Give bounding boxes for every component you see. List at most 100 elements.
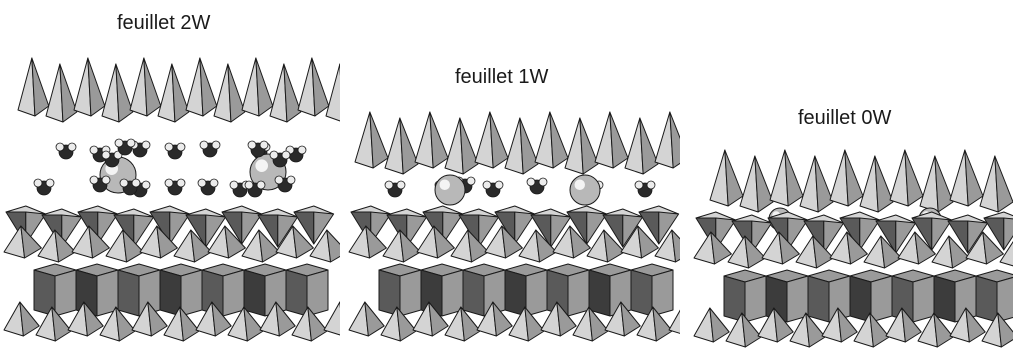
tetrahedron-face (122, 229, 144, 263)
tetrahedron-face (997, 312, 1013, 348)
water-molecule (89, 175, 111, 193)
tetrahedron-face (169, 211, 191, 245)
octahedron-face (975, 275, 998, 323)
tetrahedron-face (364, 301, 385, 337)
tetrahedron-face (579, 117, 599, 175)
octahedron-face (180, 269, 203, 317)
tetrahedron-face (931, 217, 953, 251)
tetrahedron-face (778, 231, 800, 265)
tetrahedron-face (205, 214, 227, 248)
tetrahedron-face (586, 211, 608, 245)
tetrahedron-face (489, 111, 509, 169)
tetrahedron-face (519, 117, 539, 175)
tetrahedron-face (467, 229, 489, 263)
tetrahedron-face (51, 306, 72, 342)
tetrahedron-face (741, 312, 762, 348)
water-molecule (247, 140, 269, 158)
tetrahedron-face (964, 149, 984, 207)
tetrahedron-face (179, 306, 200, 342)
tetrahedron-face (588, 306, 609, 342)
water-molecule (164, 142, 186, 160)
sheet-structure-2w (3, 57, 340, 342)
tetrahedron-face (784, 149, 804, 207)
water-molecule (55, 142, 77, 160)
tetrahedron-face (406, 214, 428, 248)
tetrahedron-face (275, 301, 296, 337)
tetrahedron-face (844, 149, 864, 207)
tetrahedron-face (283, 63, 302, 123)
tetrahedron-face (88, 225, 110, 259)
tetrahedron-face (524, 306, 545, 342)
panel-label-2w: feuillet 2W (117, 12, 211, 34)
water-molecule (482, 180, 504, 198)
octahedron-face (159, 269, 182, 317)
octahedron-face (504, 269, 527, 317)
tetrahedron-face (54, 229, 76, 263)
tetrahedron-face (933, 312, 954, 348)
tetrahedron-face (934, 155, 954, 213)
tetrahedron-face (837, 307, 858, 343)
water-molecule (197, 178, 219, 196)
octahedron-face (630, 269, 653, 317)
tetrahedron-face (115, 63, 134, 123)
tetrahedron-face (243, 306, 264, 342)
tetrahedron-face (549, 111, 569, 169)
tetrahedron-face (171, 63, 190, 123)
tetrahedron-face (224, 225, 246, 259)
tetrahedron-face (258, 229, 280, 263)
tetrahedron-face (59, 63, 78, 123)
octahedron-face (996, 276, 1013, 323)
tetrahedron-face (492, 301, 513, 337)
tetrahedron-face (147, 301, 168, 337)
tetrahedron-face (277, 214, 299, 248)
sheet-structure-1w (348, 111, 680, 342)
tetrahedron-face (87, 57, 106, 117)
tetrahedron-face (190, 229, 212, 263)
tetrahedron-face (31, 57, 50, 117)
tetrahedron-face (622, 214, 644, 248)
tetrahedron-face (982, 231, 1004, 265)
tetrahedron-face (535, 229, 557, 263)
water-molecule (33, 178, 55, 196)
tetrahedron-face (399, 117, 419, 175)
tetrahedron-face (880, 235, 902, 269)
water-molecule (244, 180, 266, 198)
tetrahedron-face (133, 214, 155, 248)
tetrahedron-face (442, 211, 464, 245)
tetrahedron-face (399, 229, 421, 263)
octahedron-face (849, 275, 872, 323)
sheet-structure-0w (693, 149, 1013, 348)
tetrahedron-face (812, 235, 834, 269)
tetrahedron-face (814, 155, 834, 213)
tetrahedron-face (823, 220, 845, 254)
tetrahedron-face (904, 149, 924, 207)
water-molecule (384, 180, 406, 198)
tetrahedron-face (658, 211, 680, 245)
octahedron-face (285, 269, 308, 317)
tetrahedron-face (255, 57, 274, 117)
tetrahedron-face (754, 155, 774, 213)
tetrahedron-face (433, 225, 455, 259)
octahedron-face (462, 269, 485, 317)
tetrahedron-face (20, 225, 42, 259)
water-molecule (526, 177, 548, 195)
tetrahedron-face (914, 231, 936, 265)
tetrahedron-face (639, 117, 659, 175)
tetrahedron-face (396, 306, 417, 342)
octahedron-face (651, 269, 674, 317)
octahedron-face (117, 269, 140, 317)
tetrahedron-face (550, 214, 572, 248)
water-molecule (269, 150, 291, 168)
tetrahedron-face (556, 301, 577, 337)
octahedron-face (399, 269, 422, 317)
tetrahedron-face (787, 217, 809, 251)
water-molecule (114, 138, 136, 156)
interlayer-cation (434, 174, 466, 206)
tetrahedron-face (901, 307, 922, 343)
tetrahedron-face (846, 231, 868, 265)
tetrahedron-face (773, 307, 794, 343)
water-molecule (119, 178, 141, 196)
octahedron-face (525, 269, 548, 317)
tetrahedron-face (999, 240, 1013, 267)
tetrahedron-face (365, 225, 387, 259)
